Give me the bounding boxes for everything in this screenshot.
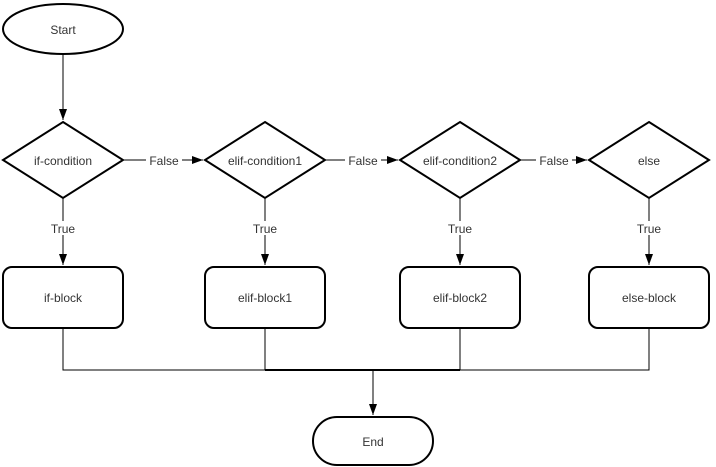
else-label: else: [638, 154, 660, 168]
elif-block1-label: elif-block1: [238, 291, 292, 305]
node-if-condition: if-condition: [1, 120, 125, 200]
node-elif-block2: elif-block2: [399, 266, 521, 329]
label-mask: [536, 153, 572, 167]
edge-label-true-1: True: [48, 221, 78, 236]
node-start: Start: [2, 3, 124, 55]
label-mask: [48, 221, 78, 235]
else-block-label: else-block: [622, 291, 677, 305]
elif-block2-label: elif-block2: [433, 291, 487, 305]
label-mask: [634, 221, 664, 235]
edge-label-true-3: True: [445, 221, 475, 236]
label-mask: [250, 221, 280, 235]
label-mask: [146, 153, 182, 167]
if-block-label: if-block: [44, 291, 83, 305]
false-label: False: [149, 154, 179, 168]
false-label: False: [348, 154, 378, 168]
edge-label-false-2: False: [345, 153, 381, 168]
label-mask: [445, 221, 475, 235]
start-label: Start: [50, 23, 76, 37]
if-condition-label: if-condition: [34, 154, 92, 168]
elif-block2-shape: [399, 266, 521, 329]
start-shape: [2, 3, 124, 55]
elif-block1-shape: [204, 266, 326, 329]
elif-condition1-label: elif-condition1: [228, 154, 302, 168]
elif-condition2-shape: [398, 120, 522, 200]
elif-condition1-shape: [203, 120, 327, 200]
node-else: else: [587, 120, 711, 200]
edges: [59, 54, 653, 415]
if-block-shape: [2, 266, 124, 329]
node-end: End: [312, 416, 434, 466]
end-label: End: [362, 435, 383, 449]
merge-line-else-block: [460, 328, 650, 371]
node-else-block: else-block: [588, 266, 710, 329]
node-elif-condition2: elif-condition2: [398, 120, 522, 200]
edge-label-true-4: True: [634, 221, 664, 236]
true-label: True: [637, 222, 662, 236]
if-condition-shape: [1, 120, 125, 200]
node-elif-block1: elif-block1: [204, 266, 326, 329]
true-label: True: [51, 222, 76, 236]
edge-label-true-2: True: [250, 221, 280, 236]
false-label: False: [539, 154, 569, 168]
label-mask: [345, 153, 381, 167]
edge-label-false-3: False: [536, 153, 572, 168]
true-label: True: [448, 222, 473, 236]
true-label: True: [253, 222, 278, 236]
node-if-block: if-block: [2, 266, 124, 329]
else-block-shape: [588, 266, 710, 329]
elif-condition2-label: elif-condition2: [423, 154, 497, 168]
end-shape: [312, 416, 434, 466]
node-elif-condition1: elif-condition1: [203, 120, 327, 200]
edge-label-false-1: False: [146, 153, 182, 168]
merge-line-if-block: [62, 328, 265, 371]
else-shape: [587, 120, 711, 200]
